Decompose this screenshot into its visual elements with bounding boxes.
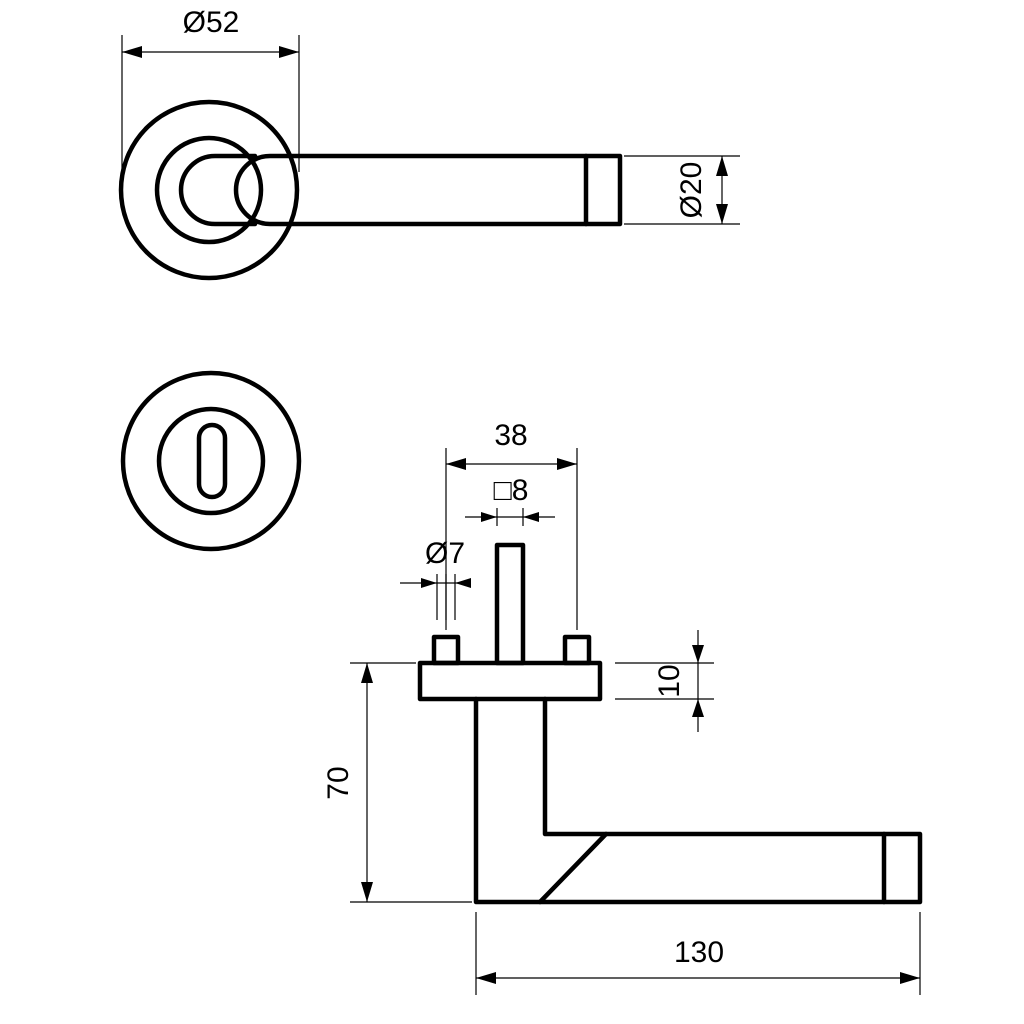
rose-outer-circle bbox=[118, 99, 300, 281]
arrowhead bbox=[361, 663, 373, 683]
screw-diameter-label: Ø7 bbox=[425, 537, 465, 570]
arrowhead bbox=[557, 458, 577, 470]
lever-height-dimension: 70 bbox=[322, 662, 472, 903]
spindle bbox=[494, 542, 526, 666]
lever-handle-top-view bbox=[118, 99, 623, 281]
arrowhead bbox=[476, 972, 496, 984]
arrowhead bbox=[716, 156, 728, 176]
screw-spacing-dimension: 38 bbox=[445, 419, 578, 630]
arrowhead bbox=[692, 699, 704, 717]
arrowhead bbox=[481, 512, 497, 522]
lever-length-label: 130 bbox=[674, 936, 724, 969]
rose-base-plate bbox=[417, 660, 603, 702]
spindle-square-dimension: □8 bbox=[465, 474, 555, 526]
arrowhead bbox=[900, 972, 920, 984]
escutcheon-inner-circle bbox=[156, 406, 266, 516]
rose-thickness-dimension: 10 bbox=[615, 630, 714, 732]
arrowhead bbox=[692, 645, 704, 663]
rose-diameter-dimension: Ø52 bbox=[121, 6, 300, 172]
key-escutcheon bbox=[120, 370, 302, 552]
escutcheon-outer-circle bbox=[120, 370, 302, 552]
arrowhead bbox=[421, 578, 437, 588]
keyhole-slot bbox=[196, 422, 228, 500]
arrowhead bbox=[361, 882, 373, 902]
arrowhead bbox=[446, 458, 466, 470]
arrowhead bbox=[455, 578, 471, 588]
fixing-screw-left bbox=[431, 634, 461, 666]
lever-body-side bbox=[473, 696, 923, 905]
screw-spacing-label: 38 bbox=[494, 419, 527, 452]
lever-handle-side-view bbox=[417, 542, 923, 905]
rose-inner-circle bbox=[154, 135, 264, 245]
arrowhead bbox=[122, 46, 142, 58]
arrowhead bbox=[279, 46, 299, 58]
lever-diameter-label: Ø20 bbox=[675, 162, 708, 219]
rose-diameter-label: Ø52 bbox=[183, 6, 240, 39]
screw-diameter-dimension: Ø7 bbox=[400, 537, 471, 620]
lever-neck bbox=[178, 153, 258, 227]
lever-body bbox=[233, 153, 623, 227]
lever-diameter-dimension: Ø20 bbox=[624, 155, 740, 225]
lever-height-label: 70 bbox=[322, 766, 355, 799]
lever-bevel-line bbox=[537, 831, 609, 905]
arrowhead bbox=[523, 512, 539, 522]
lever-length-dimension: 130 bbox=[475, 912, 921, 995]
arrowhead bbox=[716, 204, 728, 224]
rose-thickness-label: 10 bbox=[653, 664, 686, 697]
spindle-square-label: □8 bbox=[494, 474, 529, 507]
fixing-screw-right bbox=[562, 634, 592, 666]
